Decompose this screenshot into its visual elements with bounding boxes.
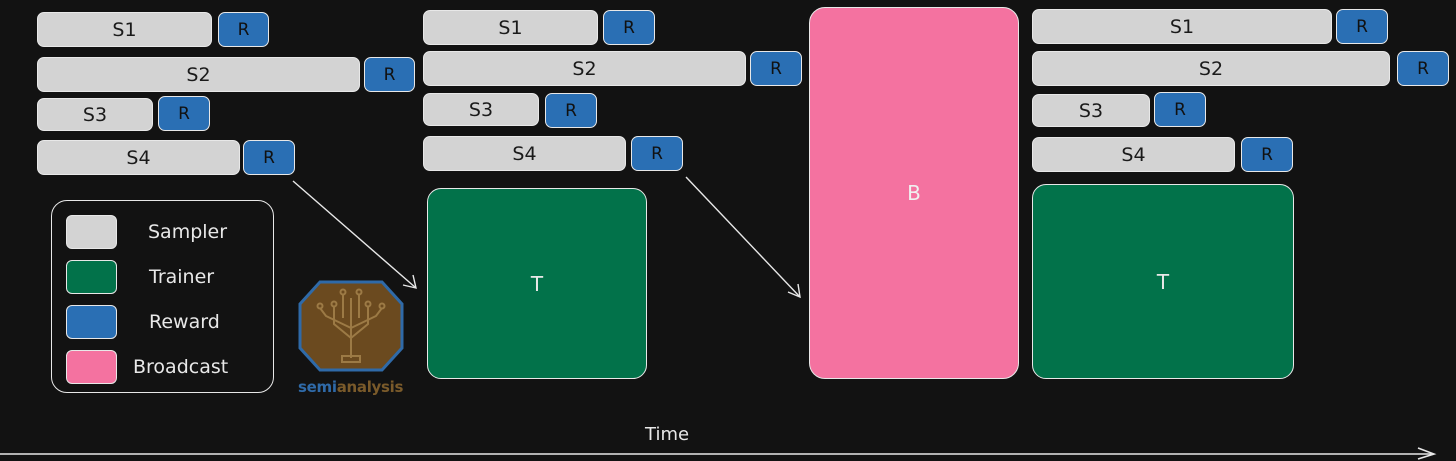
phase3-reward-r2: R: [1397, 51, 1449, 86]
broadcast-block: B: [809, 7, 1019, 379]
phase1-reward-r2: R: [364, 57, 415, 92]
phase3-reward-r4: R: [1241, 137, 1293, 172]
phase1-sampler-s4: S4: [37, 140, 240, 175]
logo-wordmark-semi: semi: [298, 378, 337, 396]
time-axis: [0, 447, 1437, 460]
legend: Sampler Trainer Reward Broadcast: [51, 200, 274, 393]
phase3-sampler-s3: S3: [1032, 94, 1150, 127]
phase1-reward-r4: R: [243, 140, 295, 175]
phase3-sampler-s4: S4: [1032, 137, 1235, 172]
time-axis-label: Time: [645, 424, 690, 445]
phase3-reward-r3: R: [1154, 92, 1206, 127]
phase1-sampler-s3: S3: [37, 98, 153, 131]
phase2-reward-r3: R: [545, 93, 597, 128]
circuit-tree-icon: [298, 280, 404, 372]
phase2-sampler-s3: S3: [423, 93, 539, 126]
legend-swatch-trainer: [66, 260, 117, 294]
legend-swatch-reward: [66, 305, 117, 339]
legend-swatch-sampler: [66, 215, 117, 249]
phase3-reward-r1: R: [1336, 9, 1388, 44]
phase3-trainer: T: [1032, 184, 1294, 379]
legend-label-broadcast: Broadcast: [133, 356, 229, 378]
phase2-trainer: T: [427, 188, 647, 379]
phase2-sampler-s4: S4: [423, 136, 626, 171]
phase1-reward-r3: R: [158, 96, 210, 131]
phase2-sampler-s1: S1: [423, 10, 598, 45]
phase2-reward-r2: R: [750, 51, 802, 86]
legend-swatch-broadcast: [66, 350, 117, 384]
legend-label-trainer: Trainer: [149, 266, 215, 288]
arrow-phase1-to-trainer: [292, 180, 417, 289]
legend-label-sampler: Sampler: [148, 221, 228, 243]
legend-label-reward: Reward: [149, 311, 220, 333]
phase3-sampler-s2: S2: [1032, 51, 1390, 86]
phase1-reward-r1: R: [218, 12, 269, 47]
logo-wordmark-analysis: analysis: [336, 378, 404, 396]
phase2-reward-r4: R: [631, 136, 683, 171]
phase3-sampler-s1: S1: [1032, 9, 1332, 44]
logo-wordmark: semianalysis: [298, 378, 408, 396]
phase2-reward-r1: R: [603, 10, 655, 45]
phase1-sampler-s2: S2: [37, 57, 360, 92]
arrow-phase2-to-broadcast: [685, 176, 801, 299]
phase1-sampler-s1: S1: [37, 12, 212, 47]
phase2-sampler-s2: S2: [423, 51, 746, 86]
